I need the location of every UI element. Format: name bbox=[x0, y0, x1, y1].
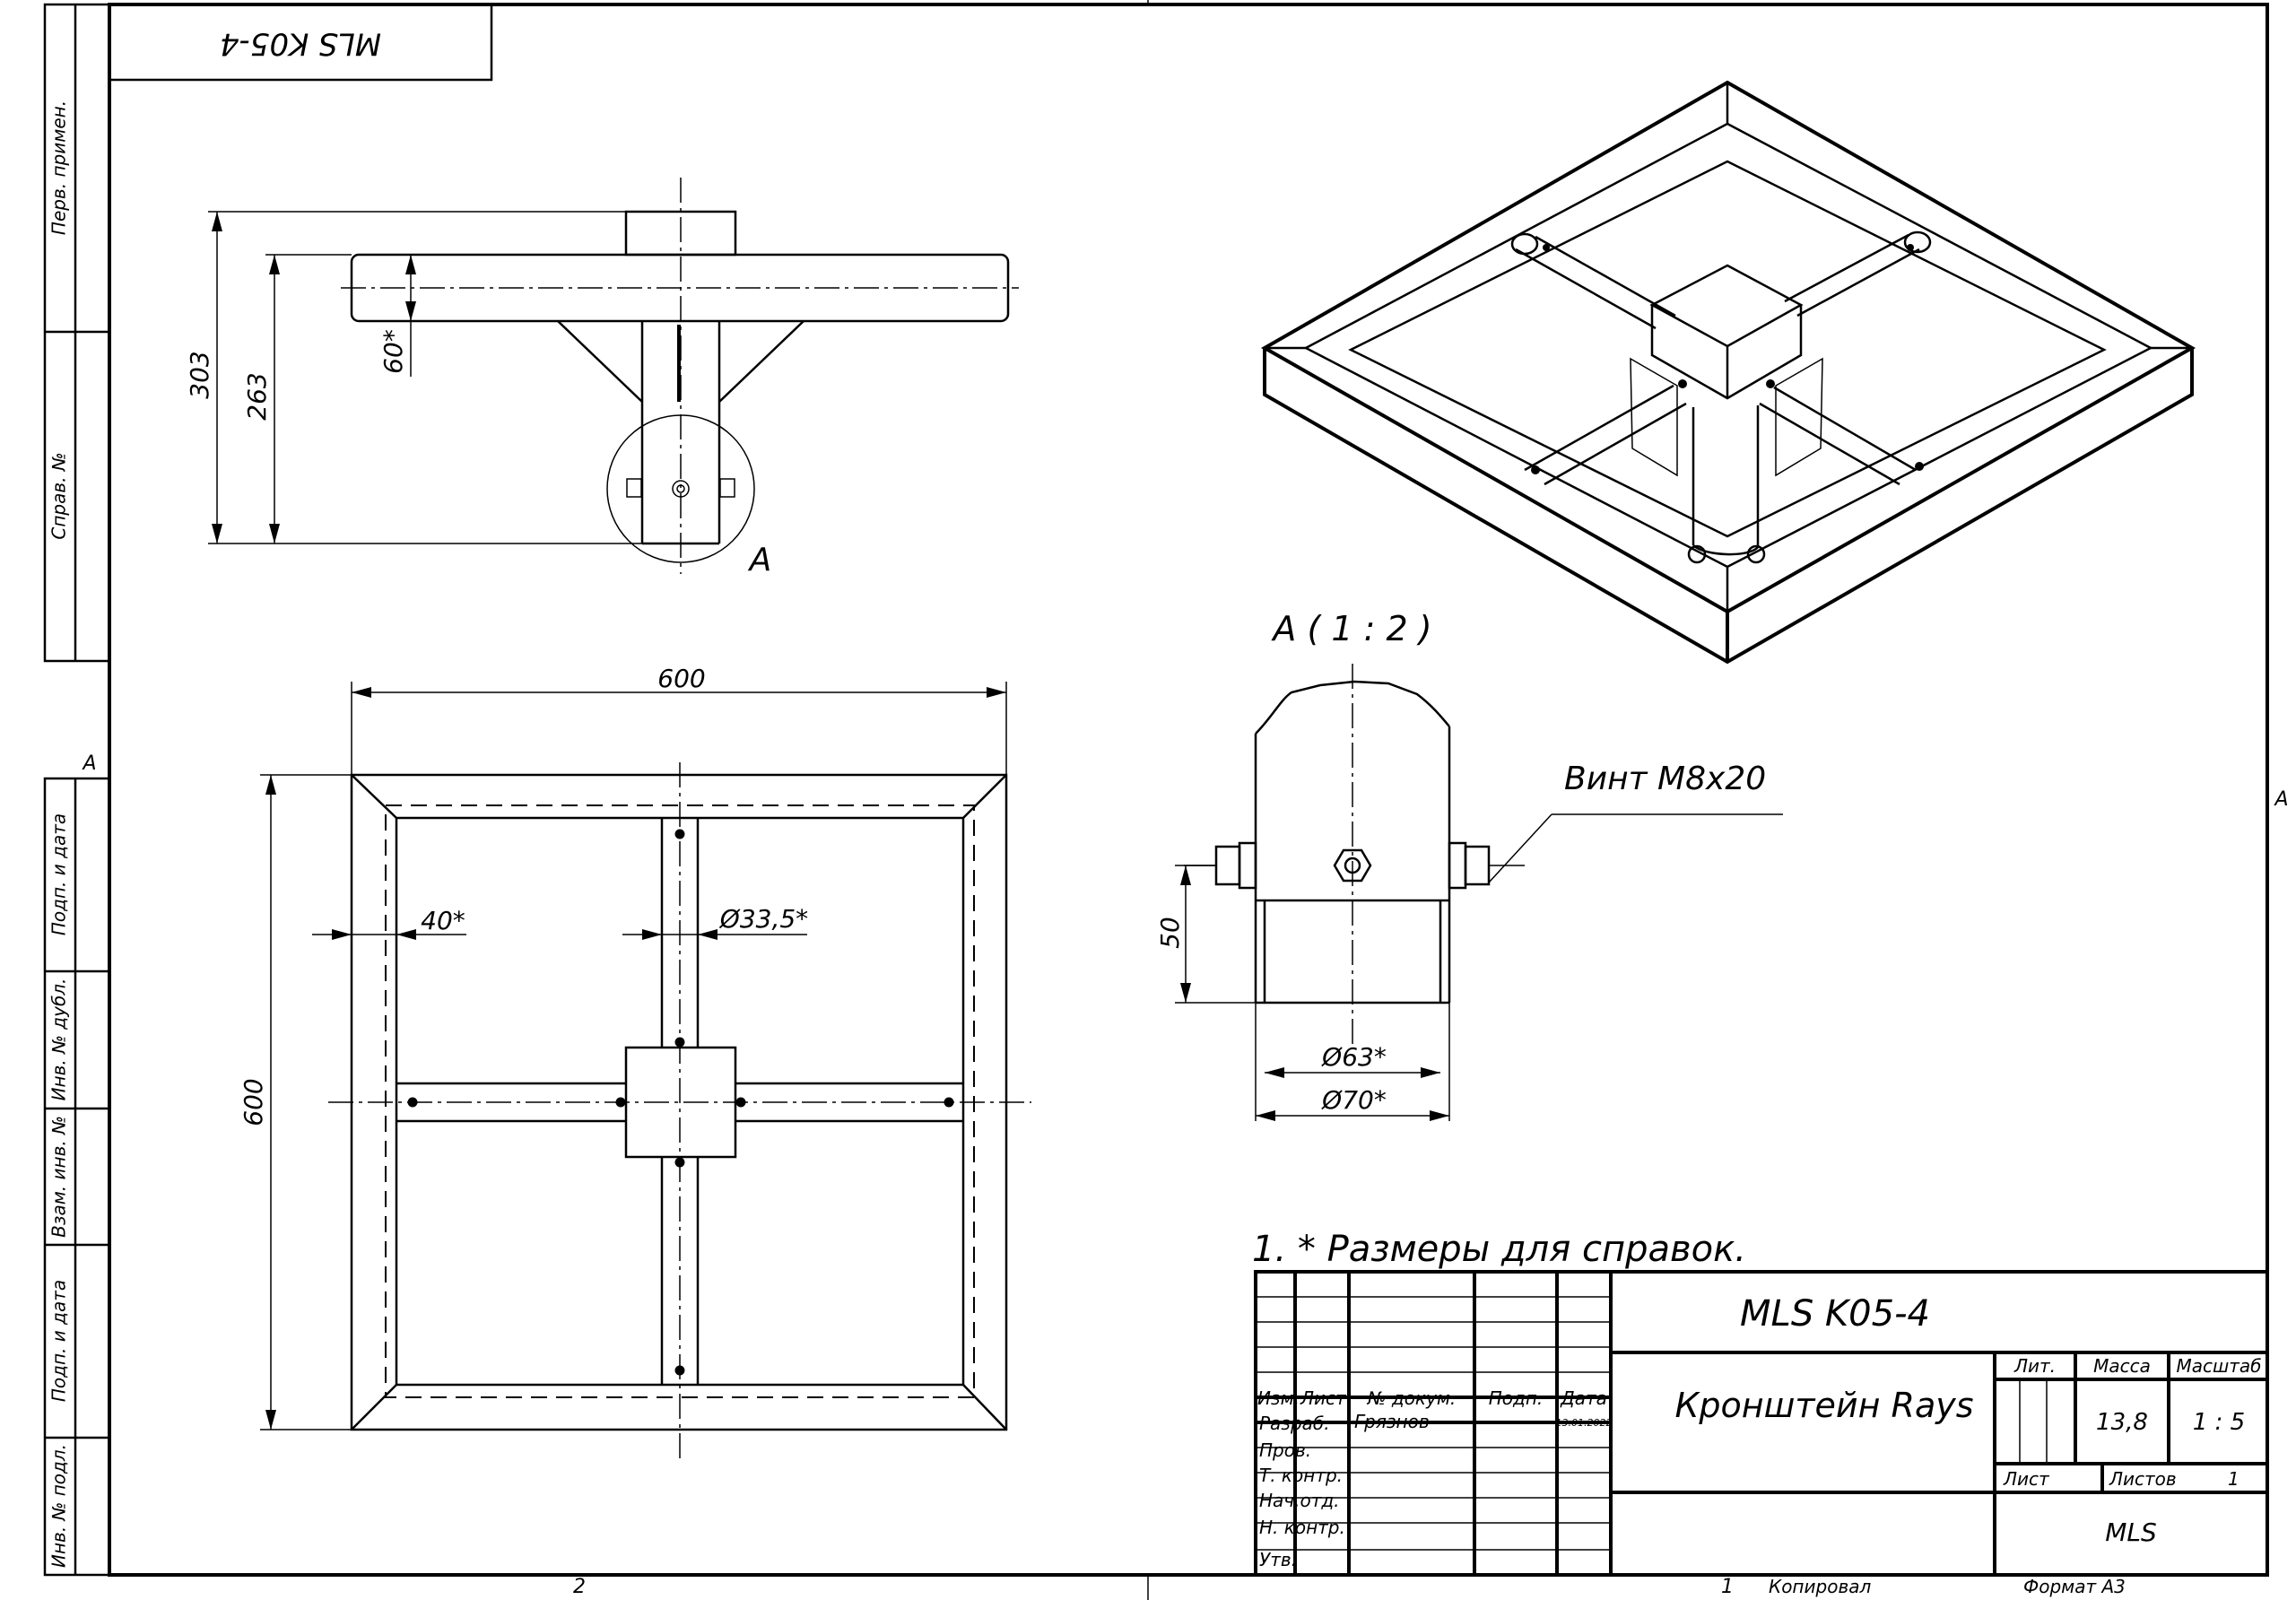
tb-row-utv: Утв. bbox=[1259, 1549, 1297, 1570]
top-view bbox=[328, 762, 1031, 1462]
tb-mass-label: Масса bbox=[2093, 1355, 2151, 1377]
mirrored-code-box: MLS K05-4 bbox=[108, 3, 493, 82]
dim-detail-height: 50 bbox=[1155, 917, 1185, 949]
dim-detail-inner-diameter: Ø63* bbox=[1321, 1042, 1387, 1072]
tb-col-data: Дата bbox=[1560, 1387, 1607, 1409]
tb-razrab-date: 13.01.2022 bbox=[1556, 1417, 1613, 1429]
tb-copied: Копировал bbox=[1769, 1576, 1871, 1597]
bottom-zone-1: 1 bbox=[1721, 1576, 1734, 1598]
detail-a-dimensions: 50 Ø63* Ø70* bbox=[1155, 865, 1450, 1121]
sheet-frame bbox=[108, 0, 2269, 1600]
tb-lit-label: Лит. bbox=[2013, 1355, 2056, 1377]
tb-col-izm: Изм. bbox=[1257, 1387, 1300, 1409]
dim-front-tube-height: 263 bbox=[242, 372, 272, 420]
margin-sprav-no: Справ. № bbox=[48, 452, 70, 539]
tb-name: Кронштейн Rays bbox=[1674, 1386, 1973, 1425]
tb-razrab-name: Грязнов bbox=[1354, 1411, 1430, 1432]
tb-format: Формат А3 bbox=[2023, 1576, 2126, 1597]
tb-col-doc: № докум. bbox=[1367, 1387, 1457, 1409]
side-margin: Перв. примен. Справ. № Подп. и дата Инв.… bbox=[43, 3, 2289, 1598]
tb-scale-value: 1 : 5 bbox=[2193, 1409, 2245, 1436]
dim-detail-outer-diameter: Ø70* bbox=[1321, 1085, 1387, 1115]
zone-letter-left: А bbox=[81, 752, 96, 775]
tb-mass-value: 13,8 bbox=[2096, 1409, 2148, 1436]
margin-podp-data-1: Подп. и дата bbox=[48, 813, 70, 935]
top-view-dimensions: 600 600 40* Ø33,5* bbox=[239, 664, 1007, 1430]
front-view-dimensions: 303 263 60* bbox=[185, 211, 642, 544]
dim-top-tube-diameter: Ø33,5* bbox=[719, 904, 808, 934]
tb-designation: MLS K05-4 bbox=[1740, 1293, 1930, 1335]
detail-a-title: А ( 1 : 2 ) bbox=[1270, 609, 1431, 648]
tb-sheets-value: 1 bbox=[2228, 1468, 2239, 1490]
tb-row-razrab: Разраб. bbox=[1259, 1413, 1330, 1434]
tb-row-tkontr: Т. контр. bbox=[1259, 1465, 1343, 1486]
margin-inv-podl: Инв. № подл. bbox=[48, 1444, 70, 1568]
front-view: А bbox=[341, 178, 1019, 578]
margin-podp-data-2: Подп. и дата bbox=[48, 1280, 70, 1402]
margin-vzam-inv: Взам. инв. № bbox=[48, 1116, 70, 1238]
mirrored-code: MLS K05-4 bbox=[220, 26, 381, 62]
dim-top-profile: 40* bbox=[421, 906, 465, 935]
margin-perv-primen: Перв. примен. bbox=[48, 100, 70, 235]
detail-a-view: А ( 1 : 2 ) Винт М8х20 bbox=[1184, 609, 1783, 1049]
callout-screw: Винт М8х20 bbox=[1564, 761, 1766, 797]
title-block: MLS K05-4 Кронштейн Rays Изм. Лист № док… bbox=[1254, 1270, 2269, 1597]
detail-marker-a: А bbox=[748, 542, 772, 578]
margin-inv-dubl: Инв. № дубл. bbox=[48, 978, 70, 1101]
tb-col-podp: Подп. bbox=[1489, 1387, 1544, 1409]
tb-row-nkontr: Н. контр. bbox=[1259, 1517, 1345, 1538]
drawing-note: 1. * Размеры для справок. bbox=[1252, 1229, 1746, 1270]
tb-col-list: Лист bbox=[1300, 1387, 1347, 1409]
zone-letter-right: А bbox=[2273, 788, 2288, 811]
tb-sheets-label: Листов bbox=[2109, 1468, 2177, 1490]
tb-row-prov: Пров. bbox=[1259, 1439, 1311, 1461]
tb-sheet-label: Лист bbox=[2003, 1468, 2050, 1490]
dim-front-tube-diameter: 60* bbox=[378, 329, 408, 374]
tb-scale-label: Масштаб bbox=[2176, 1355, 2261, 1377]
dim-front-total-height: 303 bbox=[185, 351, 214, 398]
dim-top-height: 600 bbox=[239, 1078, 268, 1126]
tb-row-nachotd: Нач.отд. bbox=[1259, 1490, 1340, 1511]
dim-top-width: 600 bbox=[657, 664, 705, 693]
isometric-view bbox=[1260, 80, 2196, 665]
tb-organization: MLS bbox=[2105, 1517, 2157, 1547]
bottom-zone-2: 2 bbox=[573, 1576, 586, 1598]
